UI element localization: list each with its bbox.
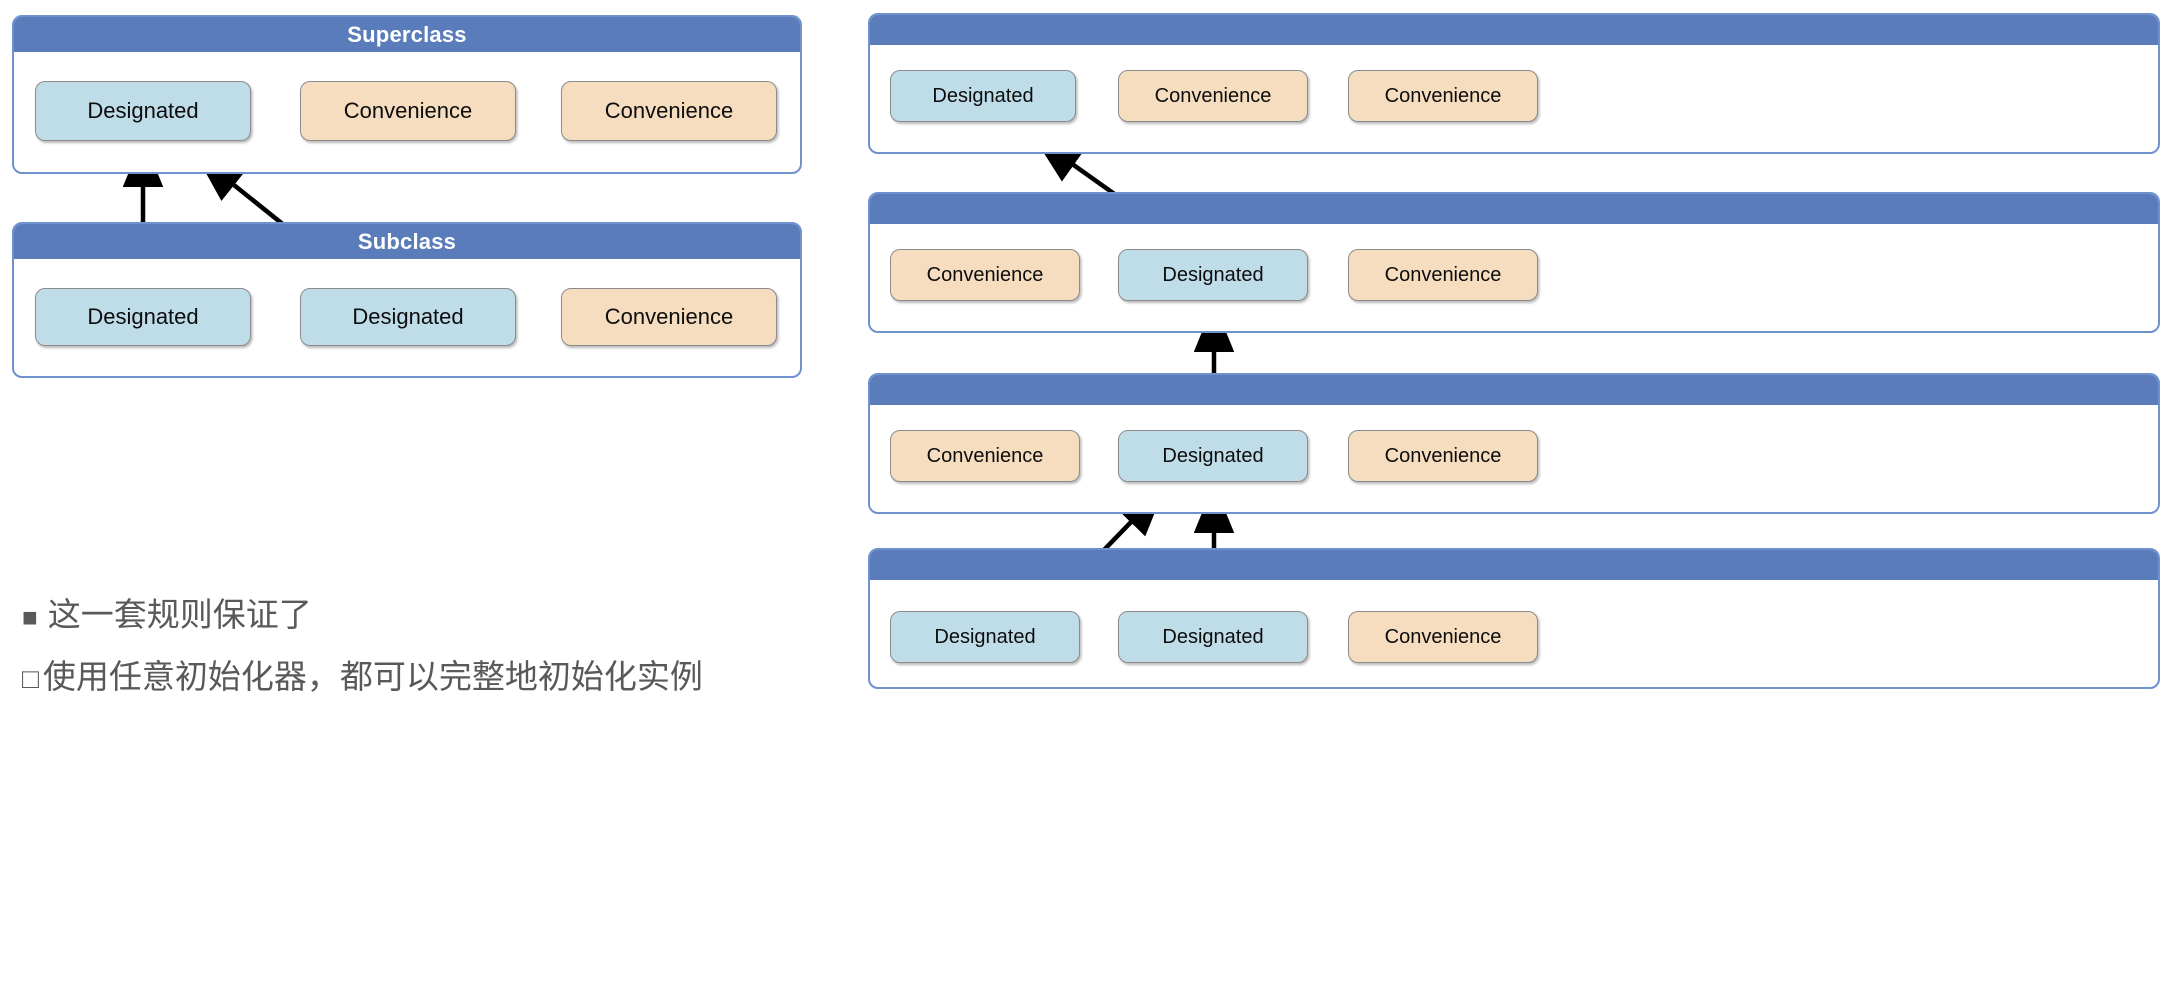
node-r3-convenience-2[interactable]: Convenience <box>1348 430 1538 482</box>
node-label: Convenience <box>604 98 734 123</box>
node-label: Designated <box>352 304 464 329</box>
node-label: Convenience <box>1384 444 1502 467</box>
panel-right-1-header <box>870 15 2158 45</box>
node-r3-convenience-1[interactable]: Convenience <box>890 430 1080 482</box>
bullet-item-2: □ 使用任意初始化器，都可以完整地初始化实例 <box>22 650 1022 698</box>
bullet-list: ■ 这一套规则保证了 □ 使用任意初始化器，都可以完整地初始化实例 <box>22 588 1022 698</box>
node-label: Designated <box>1162 263 1264 286</box>
panel-superclass-header: Superclass <box>14 17 800 52</box>
node-label: Convenience <box>926 444 1044 467</box>
node-r1-designated[interactable]: Designated <box>890 70 1076 122</box>
node-r2-designated[interactable]: Designated <box>1118 249 1308 301</box>
node-label: Designated <box>1162 444 1264 467</box>
node-label: Convenience <box>1384 263 1502 286</box>
node-sub-convenience-1[interactable]: Convenience <box>561 288 777 346</box>
node-r4-designated-1[interactable]: Designated <box>890 611 1080 663</box>
panel-subclass-title: Subclass <box>357 228 457 254</box>
panel-right-2-header <box>870 194 2158 224</box>
node-sc-convenience-1[interactable]: Convenience <box>300 81 516 141</box>
node-sub-designated-2[interactable]: Designated <box>300 288 516 346</box>
hollow-square-bullet-icon: □ <box>22 663 39 694</box>
bullet-item-1: ■ 这一套规则保证了 <box>22 588 1022 636</box>
node-r2-convenience-1[interactable]: Convenience <box>890 249 1080 301</box>
node-label: Designated <box>87 304 199 329</box>
node-label: Designated <box>934 625 1036 648</box>
node-label: Convenience <box>1384 84 1502 107</box>
node-label: Convenience <box>1384 625 1502 648</box>
node-r1-convenience-2[interactable]: Convenience <box>1348 70 1538 122</box>
node-label: Convenience <box>1154 84 1272 107</box>
node-r2-convenience-2[interactable]: Convenience <box>1348 249 1538 301</box>
node-sc-designated[interactable]: Designated <box>35 81 251 141</box>
panel-subclass-header: Subclass <box>14 224 800 259</box>
node-r1-convenience-1[interactable]: Convenience <box>1118 70 1308 122</box>
node-r4-designated-2[interactable]: Designated <box>1118 611 1308 663</box>
node-label: Designated <box>932 84 1034 107</box>
node-r4-convenience-1[interactable]: Convenience <box>1348 611 1538 663</box>
panel-right-4-header <box>870 550 2158 580</box>
node-label: Convenience <box>604 304 734 329</box>
node-sc-convenience-2[interactable]: Convenience <box>561 81 777 141</box>
panel-superclass-title: Superclass <box>347 21 467 47</box>
filled-square-bullet-icon: ■ <box>22 602 38 632</box>
node-label: Designated <box>1162 625 1264 648</box>
panel-right-3-header <box>870 375 2158 405</box>
bullet-item-1-text: 这一套规则保证了 <box>47 596 312 633</box>
node-r3-designated[interactable]: Designated <box>1118 430 1308 482</box>
node-label: Convenience <box>343 98 473 123</box>
node-label: Designated <box>87 98 199 123</box>
node-sub-designated-1[interactable]: Designated <box>35 288 251 346</box>
bullet-item-2-text: 使用任意初始化器，都可以完整地初始化实例 <box>42 658 703 695</box>
node-label: Convenience <box>926 263 1044 286</box>
